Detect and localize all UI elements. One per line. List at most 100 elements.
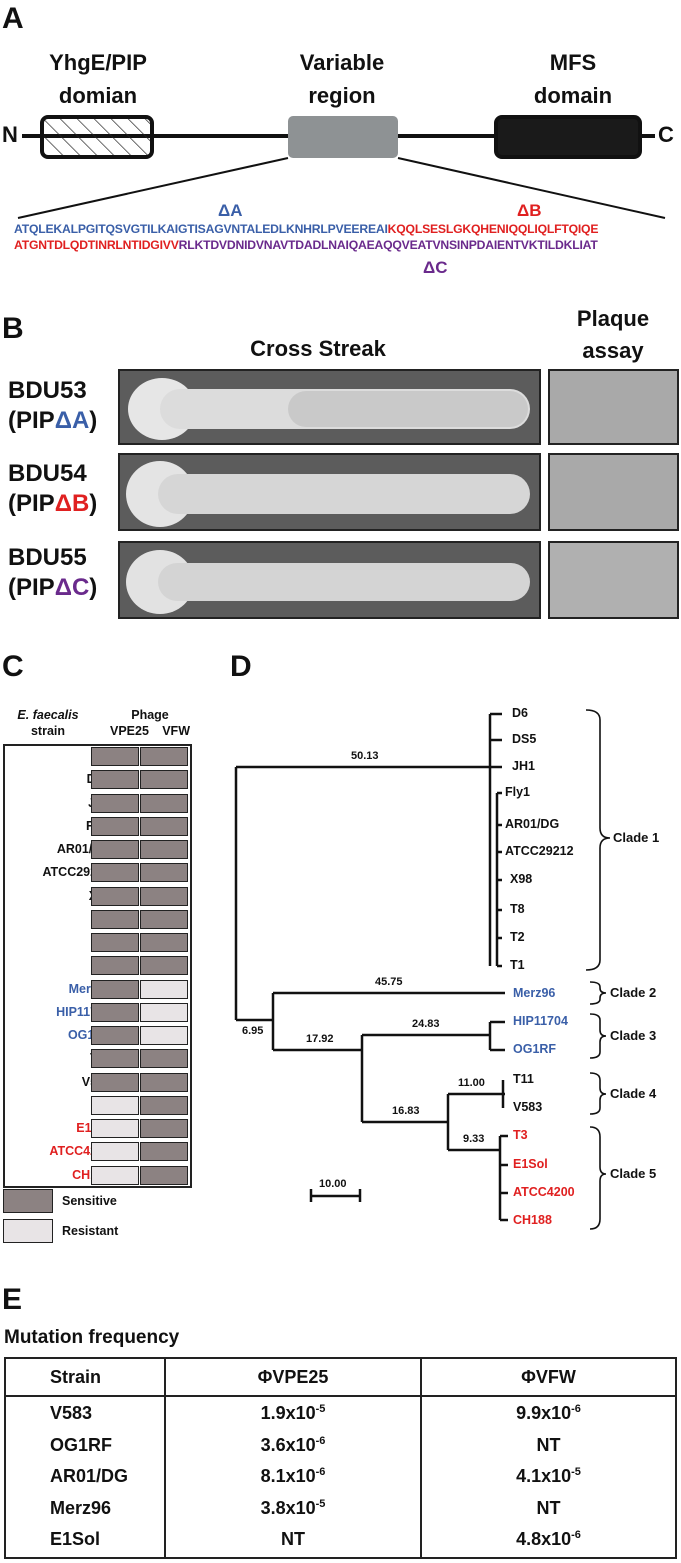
- vpe25-cell: [91, 840, 139, 859]
- tree-leaf-label: T3: [513, 1128, 528, 1142]
- delta-a-label: ΔA: [218, 201, 243, 220]
- tree-leaf-label: V583: [513, 1100, 543, 1114]
- mutation-row-strain: Merz96: [50, 1497, 112, 1518]
- branch-label-7: 16.83: [392, 1105, 420, 1117]
- mutation-row-vfw-value: NT: [536, 1497, 561, 1518]
- mutation-row-vpe25-value: 8.1x10-6: [260, 1466, 326, 1486]
- table-row: T8: [3, 908, 193, 931]
- table-row: T1: [3, 954, 193, 977]
- vfw-cell: [140, 1165, 188, 1185]
- vfw-cell: [140, 816, 188, 836]
- vpe25-cell: [91, 979, 139, 999]
- mfs-domain-box: [494, 115, 642, 159]
- vpe25-cell: [91, 863, 139, 883]
- phylogenetic-tree: [234, 709, 611, 1230]
- vpe25-cell: [91, 1142, 139, 1162]
- vfw-cell: [140, 1119, 188, 1138]
- mutation-frequency-title: Mutation frequency: [4, 1327, 180, 1348]
- clade-1-bracket: [585, 709, 611, 971]
- sensitivity-table-border: [3, 744, 192, 1188]
- zoom-line-right: [397, 157, 666, 219]
- vpe25-cell: [91, 886, 139, 906]
- panel-a-letter: A: [2, 2, 24, 35]
- clade-5-label: Clade 5: [610, 1166, 657, 1181]
- plaque-assay-image-bdu53: [548, 369, 679, 445]
- c-terminus-label: C: [658, 122, 674, 147]
- clade-1-label: Clade 1: [613, 830, 660, 845]
- tree-leaf-label: T2: [510, 930, 525, 944]
- mutation-row-vfw-value: 9.9x10-6: [516, 1403, 581, 1423]
- tree-leaf-label: AR01/DG: [505, 817, 560, 831]
- vpe25-cell: [91, 933, 139, 952]
- variable-region-label: Variable region: [299, 50, 385, 108]
- clade-2-bracket: [589, 981, 607, 1005]
- tree-leaf-label: D6: [512, 706, 528, 720]
- sequence-line-1: ATQLEKALPGITQSVGTILKAIGTISAGVNTALEDLKNHR…: [14, 222, 599, 236]
- panel-d-letter: D: [230, 650, 252, 683]
- variable-region-box: [288, 116, 398, 158]
- strain-column-header: E. faecalis strain: [17, 708, 79, 738]
- vfw-cell: [140, 793, 188, 813]
- clade-3-bracket: [589, 1013, 607, 1059]
- tree-leaf-label: T11: [513, 1072, 534, 1086]
- table-row: V583: [3, 1071, 193, 1094]
- vfw-cell: [140, 863, 188, 883]
- table-row: JH1: [3, 792, 193, 815]
- vpe25-cell: [91, 1026, 139, 1045]
- table-row: ATCC4200: [3, 1140, 193, 1163]
- table-row: Merz96: [3, 978, 193, 1001]
- cross-streak-image-bdu54: [118, 453, 541, 531]
- vfw-cell: [140, 933, 188, 952]
- table-row: X98: [3, 885, 193, 908]
- vfw-cell: [140, 1002, 188, 1022]
- strain-label-bdu53: BDU53 (PIPΔA): [8, 377, 98, 434]
- vfw-cell: [140, 979, 188, 999]
- branch-label-3: 24.83: [412, 1018, 440, 1030]
- tree-leaf-label: CH188: [513, 1213, 552, 1227]
- vfw-cell: [140, 770, 188, 790]
- delta-c-label: ΔC: [423, 258, 448, 277]
- n-terminus-label: N: [2, 122, 18, 147]
- vfw-cell: [140, 1142, 188, 1162]
- clade-3-label: Clade 3: [610, 1028, 657, 1043]
- plaque-assay-heading: Plaque assay: [576, 306, 650, 363]
- vfw-cell: [140, 840, 188, 859]
- clade-5-bracket: [589, 1126, 607, 1230]
- clade-2-label: Clade 2: [610, 985, 657, 1000]
- vpe25-cell: [91, 816, 139, 836]
- tree-leaf-label: JH1: [512, 759, 535, 773]
- mutation-row-vpe25-value: 1.9x10-5: [260, 1403, 326, 1423]
- legend-resistant-label: Resistant: [62, 1224, 119, 1238]
- cross-streak-heading: Cross Streak: [250, 336, 386, 361]
- tree-leaf-label: Merz96: [513, 986, 556, 1000]
- tree-leaf-label: HIP11704: [513, 1014, 568, 1028]
- table-row: CH188: [3, 1164, 193, 1187]
- pip-domain-box: [40, 115, 154, 159]
- branch-label-6: 11.00: [458, 1077, 485, 1089]
- vpe25-cell: [91, 1165, 139, 1185]
- vfw-cell: [140, 1095, 188, 1115]
- tree-leaf-label: X98: [510, 872, 533, 886]
- tree-leaf-label: E1Sol: [513, 1157, 548, 1171]
- vpe25-cell: [91, 747, 139, 766]
- table-row: D6: [3, 745, 193, 768]
- clade-4-label: Clade 4: [610, 1086, 657, 1101]
- legend-sensitive-label: Sensitive: [62, 1194, 117, 1208]
- vpe25-cell: [91, 793, 139, 813]
- tree-leaf-label: ATCC4200: [513, 1185, 575, 1199]
- delta-b-label: ΔB: [517, 201, 542, 220]
- pip-domain-label: YhgE/PIP domian: [49, 50, 147, 108]
- panel-b-letter: B: [2, 312, 24, 345]
- legend-resistant-swatch: [3, 1219, 53, 1243]
- table-row: E1Sol: [3, 1117, 193, 1140]
- branch-label-5: 17.92: [306, 1033, 334, 1045]
- vfw-cell: [140, 1072, 188, 1092]
- mutation-row-vpe25-value: 3.8x10-5: [260, 1497, 326, 1518]
- table-row: Fly1: [3, 815, 193, 838]
- table-divider-1: [164, 1359, 166, 1557]
- table-row: HIP11704: [3, 1001, 193, 1024]
- mutation-row-vfw-value: NT: [536, 1434, 561, 1455]
- sensitivity-table: D6DS5JH1Fly1AR01/DGATCC29212X98T8T2T1Mer…: [3, 745, 193, 1187]
- vpe25-cell: [91, 1002, 139, 1022]
